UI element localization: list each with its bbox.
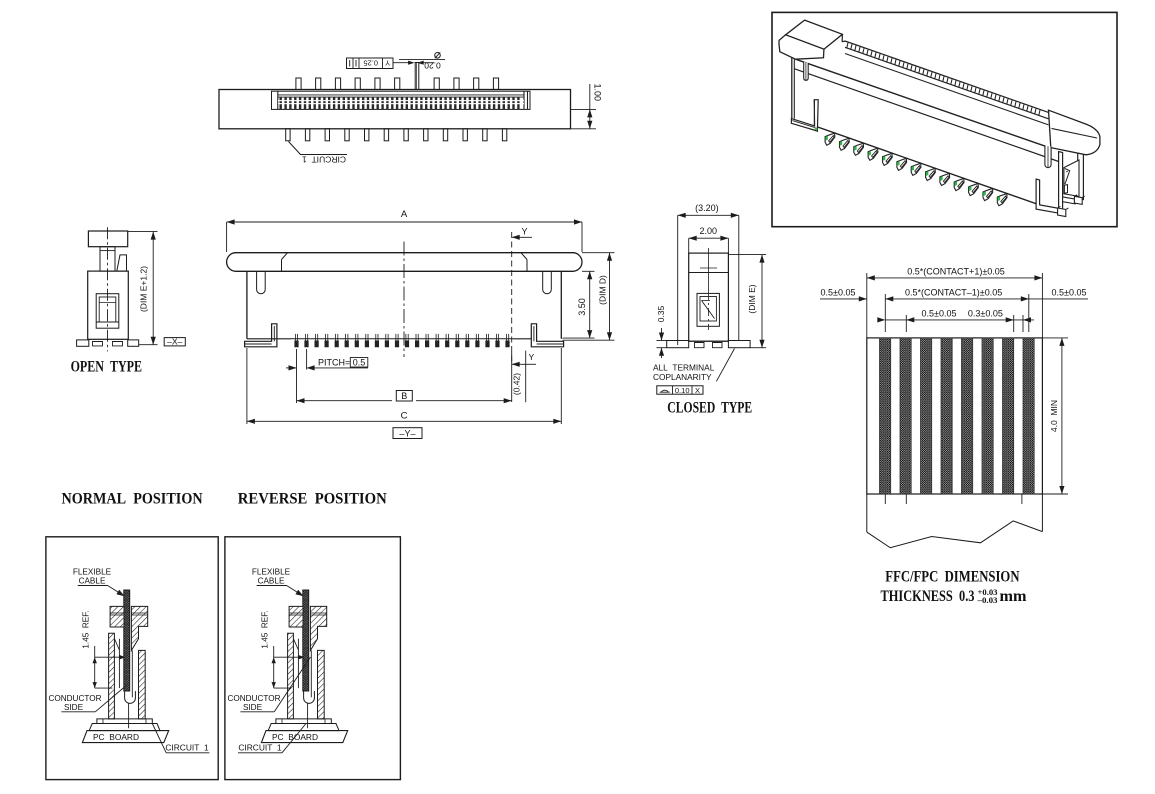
svg-text:1.45 REF.: 1.45 REF. [261,610,270,648]
svg-text:3.50: 3.50 [577,298,587,316]
svg-text:A: A [401,209,408,220]
svg-text:OPEN TYPE: OPEN TYPE [71,358,142,375]
svg-text:COPLANARITY: COPLANARITY [653,372,712,382]
svg-text:(DIM E): (DIM E) [747,284,757,313]
svg-text:mm: mm [1000,588,1027,605]
svg-text:0.20: 0.20 [424,60,441,70]
svg-text:CIRCUIT 1: CIRCUIT 1 [238,743,282,753]
svg-text:SIDE: SIDE [64,703,84,712]
svg-text:–Y–: –Y– [399,429,415,439]
svg-text:0.5: 0.5 [353,357,366,367]
svg-text:CLOSED TYPE: CLOSED TYPE [667,400,752,417]
svg-text:1.45 REF.: 1.45 REF. [82,610,91,648]
svg-text:PITCH=: PITCH= [318,357,350,367]
svg-text:(3.20): (3.20) [695,203,719,213]
svg-text:X: X [695,386,700,395]
svg-text:B: B [401,391,407,401]
svg-text:0.5±0.05: 0.5±0.05 [821,288,856,298]
svg-text:CABLE: CABLE [258,577,285,586]
svg-text:THICKNESS 0.3: THICKNESS 0.3 [881,588,975,605]
svg-text:PC BOARD: PC BOARD [93,732,139,742]
svg-text:FLEXIBLE: FLEXIBLE [252,568,291,577]
svg-text:Y: Y [521,227,527,237]
svg-text:–0.03: –0.03 [976,596,997,605]
svg-text:0.5±0.05: 0.5±0.05 [1052,288,1087,298]
svg-text:CABLE: CABLE [79,577,106,586]
svg-text:0.25: 0.25 [363,59,378,68]
svg-text:4.0 MIN: 4.0 MIN [1049,400,1059,432]
svg-text:0.5*(CONTACT+1)±0.05: 0.5*(CONTACT+1)±0.05 [907,267,1005,277]
svg-text:2.00: 2.00 [700,226,718,236]
svg-text:REVERSE POSITION: REVERSE POSITION [238,491,387,508]
svg-text:CONDUCTOR: CONDUCTOR [48,694,101,703]
svg-text:0.5*(CONTACT–1)±0.05: 0.5*(CONTACT–1)±0.05 [905,288,1002,298]
svg-text:CONDUCTOR: CONDUCTOR [227,694,280,703]
svg-text:(DIM D): (DIM D) [598,275,608,305]
svg-text:0.10: 0.10 [675,386,690,395]
svg-text:–X–: –X– [167,336,182,346]
svg-text:0.5±0.05: 0.5±0.05 [922,309,957,319]
svg-text:0.3±0.05: 0.3±0.05 [968,309,1003,319]
svg-text:Y: Y [385,59,390,68]
svg-text:(0.42): (0.42) [512,373,522,395]
svg-text:NORMAL POSITION: NORMAL POSITION [62,491,203,508]
svg-text:CIRCUIT 1: CIRCUIT 1 [302,154,346,164]
svg-text:1.00: 1.00 [593,84,603,102]
svg-text:C: C [401,411,408,422]
svg-text:CIRCUIT 1: CIRCUIT 1 [165,743,209,753]
svg-text:FFC/FPC DIMENSION: FFC/FPC DIMENSION [885,568,1019,585]
svg-text:(DIM E+1.2): (DIM E+1.2) [139,266,149,312]
svg-text:0.35: 0.35 [656,305,666,322]
svg-text:Y: Y [529,352,535,362]
svg-text:FLEXIBLE: FLEXIBLE [73,568,112,577]
svg-text:SIDE: SIDE [243,703,263,712]
